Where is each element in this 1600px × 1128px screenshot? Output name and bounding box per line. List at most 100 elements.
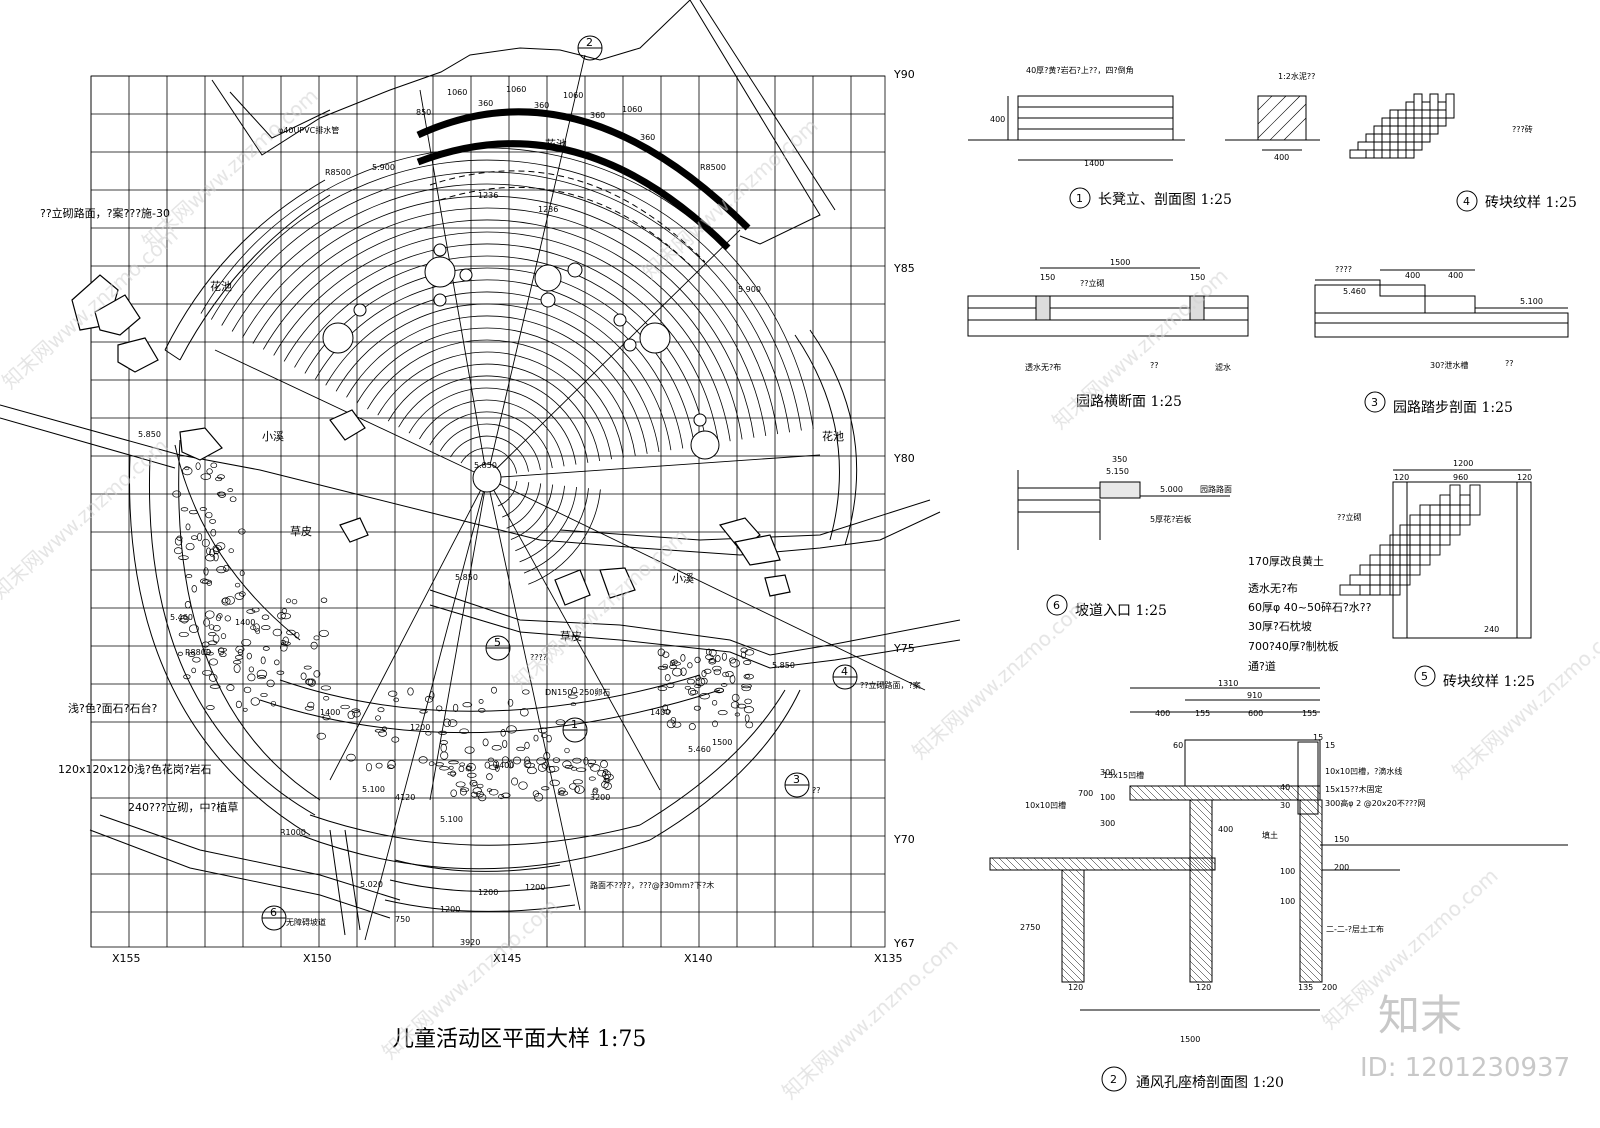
layer-label: 通?道 <box>1248 659 1276 673</box>
dim: 300 <box>1100 768 1115 777</box>
detail-bench-hatch <box>1257 95 1307 141</box>
brick5-dim: 120 <box>1394 473 1409 482</box>
detail-brick-pattern-2 <box>1392 469 1532 639</box>
plan-labels: Y90 Y85 Y80 Y75 Y70 Y67 X155 X150 X145 X… <box>40 68 921 965</box>
plan-grid <box>90 75 886 948</box>
elevation: 5.900 <box>738 285 761 294</box>
detail-title: 园路横断面 1:25 <box>1076 394 1182 410</box>
brick5-dim: 240 <box>1484 625 1499 634</box>
layer-label: 700?40厚?制枕板 <box>1248 639 1339 653</box>
note-paving-2: ??立砌路面，?案 <box>860 680 921 690</box>
dimension: 3200 <box>590 793 610 802</box>
dim: 40 <box>1280 783 1290 792</box>
dimension: 1236 <box>538 205 558 214</box>
elevation: 5.850 <box>455 573 478 582</box>
curved-seat-wall <box>416 108 751 271</box>
dimension: 750 <box>395 915 410 924</box>
ramp-note: 5.000 <box>1160 485 1183 494</box>
amphitheatre-rings <box>200 147 814 585</box>
dimension: 1236 <box>478 191 498 200</box>
step-note: 5.100 <box>1520 297 1543 306</box>
vent-seat-dims: 1310 910 400 155 600 155 700 300 100 400… <box>1020 679 1349 1044</box>
grid-label-y70: Y70 <box>893 833 915 846</box>
detail-title: 园路踏步剖面 1:25 <box>1393 400 1513 416</box>
plan-marker-labels: 2 5 1 4 3 6 <box>270 36 848 919</box>
detail-brick-pattern <box>1349 93 1455 159</box>
bench-dim: 1400 <box>1084 159 1104 168</box>
dim: 150 <box>1334 835 1349 844</box>
section-marker-label: 6 <box>270 906 277 919</box>
dimension: 850 <box>416 108 431 117</box>
area-label: 花池 <box>545 138 567 151</box>
vent-seat-layers: 170厚改良黄土 透水无?布 60厚φ 40~50碎石?水?? 30厚?石枕坡 … <box>1248 554 1372 673</box>
dimension: 1060 <box>622 105 642 114</box>
dimension: R1000 <box>280 828 306 837</box>
grid-label-y85: Y85 <box>893 262 915 275</box>
detail-bench <box>968 95 1320 161</box>
dimension: R8800 <box>185 648 211 657</box>
play-circles <box>322 243 720 493</box>
radial-spokes <box>214 54 926 941</box>
dimension: 1200 <box>525 883 545 892</box>
note-misc: ???? <box>530 653 547 662</box>
ramp-note: 5厚花?岩板 <box>1150 514 1191 524</box>
dim: 100 <box>1280 897 1295 906</box>
dim: 1310 <box>1218 679 1238 688</box>
note-stone: 浅?色?面石?石台? <box>68 701 158 715</box>
detail-number: 2 <box>1110 1073 1117 1086</box>
vent-seat-notes: 15x15凹槽 10x10凹槽 10x10凹槽，?滴水线 15x15??木固定 … <box>1025 766 1426 934</box>
area-label: 花池 <box>822 430 844 443</box>
area-label: 草皮 <box>290 525 312 538</box>
elevation: 5.460 <box>688 745 711 754</box>
layer-label: 30厚?石枕坡 <box>1248 619 1312 633</box>
note-deck: 路面不????，???@?30mm?下?木 <box>590 880 714 890</box>
path-note: ?? <box>1150 361 1159 370</box>
step-dim: 400 <box>1405 271 1420 280</box>
grid-label-x155: X155 <box>112 952 141 965</box>
detail-number: 5 <box>1421 670 1428 683</box>
note-ramp: 无障碍坡道 <box>286 917 326 927</box>
path-note: 滤水 <box>1215 362 1231 372</box>
detail-number: 6 <box>1053 599 1060 612</box>
planter-arcs <box>164 179 858 546</box>
dim: 200 <box>1322 983 1337 992</box>
dimension: 360 <box>590 111 605 120</box>
bench-note: 1:2水泥?? <box>1278 71 1315 81</box>
dimension: R8500 <box>700 163 726 172</box>
elevation: 5.850 <box>138 430 161 439</box>
note: 15x15??木固定 <box>1325 784 1383 794</box>
detail-title: 通风孔座椅剖面图 1:20 <box>1136 1075 1284 1091</box>
brick-note: ???砖 <box>1512 124 1533 134</box>
watermark-logo: 知末 <box>1378 991 1462 1040</box>
ramp-note: 5.150 <box>1106 467 1129 476</box>
dimension: 1060 <box>506 85 526 94</box>
dimension: 360 <box>478 99 493 108</box>
svg-text:知末网www.znzmo.com: 知末网www.znzmo.com <box>0 434 173 604</box>
detail-number: 1 <box>1076 192 1083 205</box>
detail-title: 砖块纹样 1:25 <box>1485 195 1577 211</box>
dim: 155 <box>1195 709 1210 718</box>
dim: 910 <box>1247 691 1262 700</box>
note: 二-二-?层土工布 <box>1326 924 1384 934</box>
pebble-pattern <box>172 462 755 802</box>
dimension: 1500 <box>712 738 732 747</box>
grid-label-x150: X150 <box>303 952 332 965</box>
ramp-note: 园路路面 <box>1200 484 1232 494</box>
dim: 135 <box>1298 983 1313 992</box>
detail-brick-herringbone <box>1339 484 1481 596</box>
section-marker-label: 4 <box>841 665 848 678</box>
dim: 200 <box>1334 863 1349 872</box>
note-paving: ??立砌路面，?案???施-30 <box>40 206 170 220</box>
dim: 60 <box>1173 741 1183 750</box>
dimension: 1060 <box>563 91 583 100</box>
detail-step-section <box>1314 269 1569 338</box>
dim: 30 <box>1280 801 1290 810</box>
dimension: 360 <box>534 101 549 110</box>
grid-label-y67: Y67 <box>893 937 915 950</box>
brick5-dim: 1200 <box>1453 459 1473 468</box>
detail-marker <box>1046 594 1068 616</box>
note-misc-2: ?? <box>812 786 821 795</box>
grid-label-y80: Y80 <box>893 452 915 465</box>
dimension: 1200 <box>410 723 430 732</box>
grid-label-x145: X145 <box>493 952 522 965</box>
